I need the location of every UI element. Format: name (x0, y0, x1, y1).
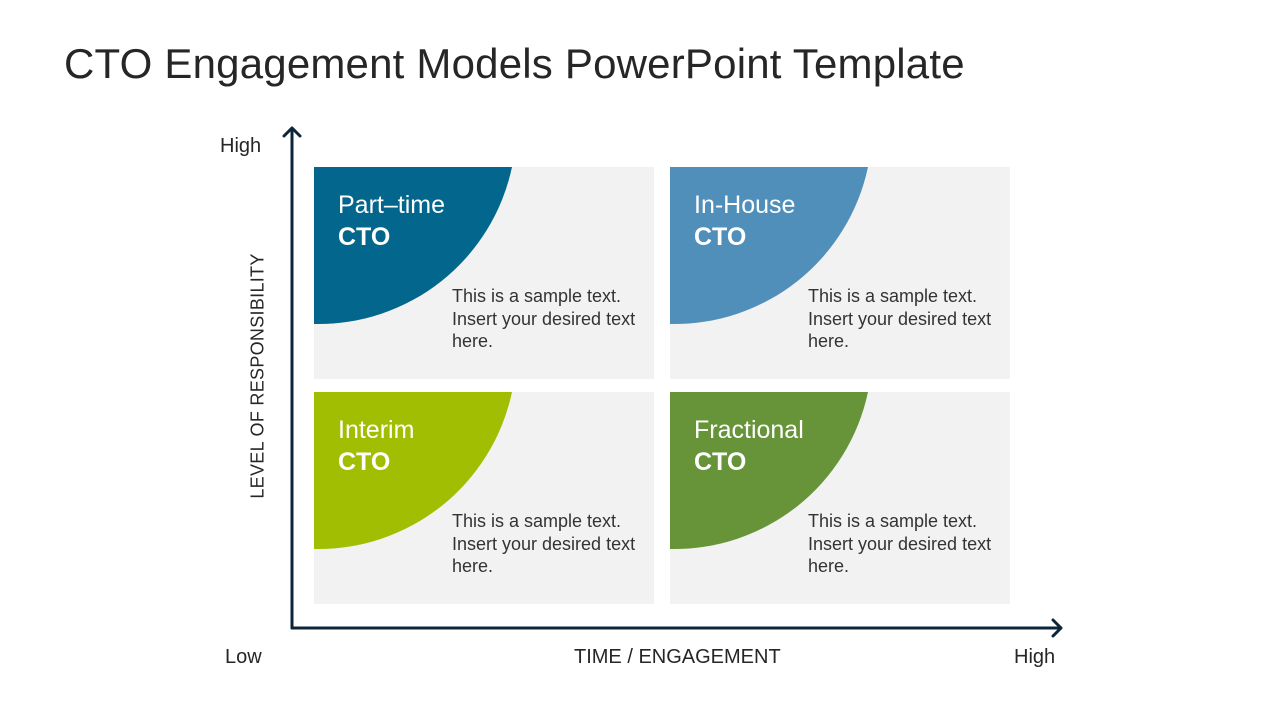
quadrant-title-line1: Fractional (694, 416, 804, 444)
y-axis-high-label: High (220, 135, 262, 157)
quadrant-fractional-cto: Fractional CTO This is a sample text. In… (670, 392, 1010, 604)
quadrant-in-house-cto: In-House CTO This is a sample text. Inse… (670, 167, 1010, 379)
quadrant-description: This is a sample text. Insert your desir… (452, 286, 636, 351)
quadrant-interim-cto: Interim CTO This is a sample text. Inser… (314, 392, 654, 604)
quadrant-title: Part–time CTO (338, 189, 445, 253)
quadrant-title-line2: CTO (694, 448, 747, 476)
quarter-circle-shape (314, 167, 512, 325)
quadrant-description: This is a sample text. Insert your desir… (808, 511, 992, 576)
quarter-circle-shape (670, 392, 868, 550)
y-axis-arrowhead (282, 126, 302, 138)
quarter-circle-shape (314, 392, 512, 550)
quadrant-title: Interim CTO (338, 414, 414, 478)
x-axis-high-label: High (1014, 646, 1056, 668)
quadrant-title-line1: Part–time (338, 191, 445, 219)
quadrant-title-line2: CTO (694, 223, 747, 251)
quadrant-title-line2: CTO (338, 448, 391, 476)
quadrant-description: This is a sample text. Insert your desir… (452, 511, 636, 576)
quadrant-part-time-cto: Part–time CTO This is a sample text. Ins… (314, 167, 654, 379)
quadrant-title-line1: Interim (338, 416, 415, 444)
quadrant-title-line1: In-House (694, 191, 796, 219)
quadrant-description: This is a sample text. Insert your desir… (808, 286, 992, 351)
quadrant-title: Fractional CTO (694, 414, 804, 478)
x-axis-title: TIME / ENGAGEMENT (574, 646, 781, 668)
page-title: CTO Engagement Models PowerPoint Templat… (64, 40, 965, 87)
quadrant-title-line2: CTO (338, 223, 391, 251)
x-axis-arrowhead (1051, 618, 1063, 638)
quarter-circle-shape (670, 167, 868, 325)
quadrant-title: In-House CTO (694, 189, 795, 253)
y-axis-title: LEVEL OF RESPONSIBILITY (247, 253, 268, 499)
x-axis-low-label: Low (225, 646, 262, 668)
